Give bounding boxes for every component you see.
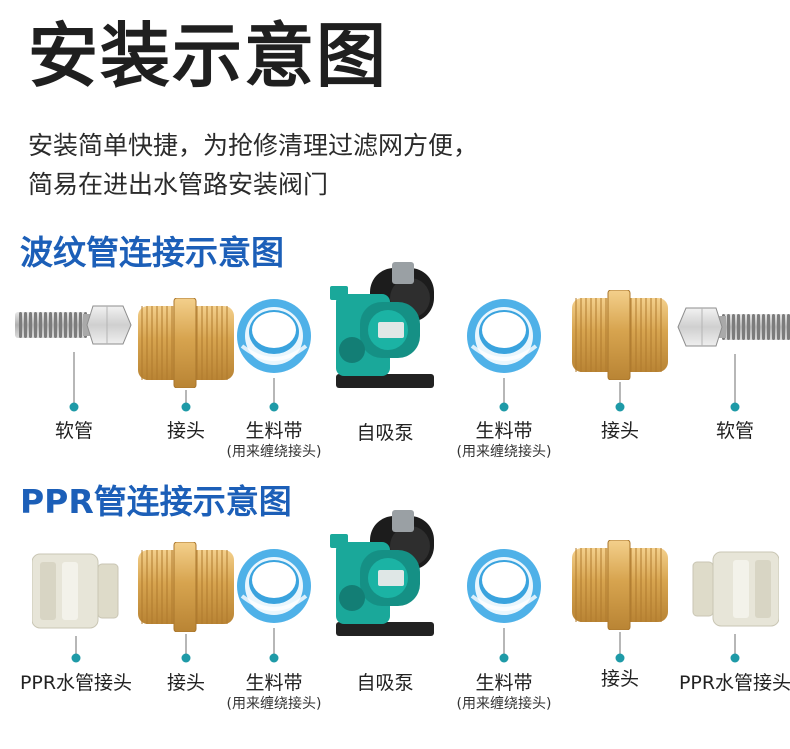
part-label: 生料带(用来缠绕接头) [194, 420, 354, 461]
pointer-line [273, 628, 275, 658]
pump-image [330, 510, 440, 644]
pointer-dot [269, 402, 279, 412]
ppr-image [691, 546, 780, 636]
part-label: 生料带(用来缠绕接头) [424, 420, 584, 461]
ppr-image [31, 548, 120, 638]
tape-image [234, 296, 314, 380]
section-title-corrugated: 波纹管连接示意图 [20, 233, 284, 272]
part-label-text: PPR水管接头 [19, 672, 133, 694]
pointer-line [734, 354, 736, 407]
section-title-ppr: PPR管连接示意图 [20, 482, 292, 521]
pointer-dot [615, 653, 625, 663]
part-sublabel-text: (用来缠绕接头) [226, 695, 322, 712]
pointer-dot [69, 402, 79, 412]
part-label: 自吸泵 [305, 422, 465, 445]
part-label-text: 自吸泵 [356, 672, 414, 694]
fitting-image [572, 539, 668, 634]
part-label: 生料带(用来缠绕接头) [424, 672, 584, 713]
hose-image [676, 302, 790, 356]
pointer-dot [499, 402, 509, 412]
pointer-dot [71, 653, 81, 663]
part-label: PPR水管接头 [655, 672, 790, 695]
part-label-text: 生料带 [475, 420, 533, 442]
pointer-dot [269, 653, 279, 663]
part-label-text: 接头 [166, 672, 205, 694]
part-label: 生料带(用来缠绕接头) [194, 672, 354, 713]
part-label-text: 软管 [715, 420, 754, 442]
part-label-text: 生料带 [475, 672, 533, 694]
pointer-line [619, 632, 621, 658]
part-label: 接头 [106, 420, 266, 443]
part-label: PPR水管接头 [0, 672, 156, 695]
pointer-line [185, 390, 187, 407]
fitting-image [138, 297, 234, 392]
part-sublabel-text: (用来缠绕接头) [456, 695, 552, 712]
part-label-text: 接头 [600, 668, 639, 690]
pointer-dot [730, 653, 740, 663]
description-line-1: 安装简单快捷，为抢修清理过滤网方便， [28, 131, 479, 160]
pointer-line [185, 634, 187, 658]
tape-image [464, 546, 544, 630]
part-label-text: 接头 [600, 420, 639, 442]
tape-image [464, 296, 544, 380]
part-label-text: 生料带 [245, 672, 303, 694]
part-label: 软管 [655, 420, 790, 443]
pointer-dot [499, 653, 509, 663]
fitting-image [138, 541, 234, 636]
page-title: 安装示意图 [28, 15, 388, 97]
pointer-line [619, 382, 621, 407]
part-label: 接头 [540, 420, 700, 443]
part-label-text: 生料带 [245, 420, 303, 442]
hose-image [15, 300, 133, 354]
part-sublabel-text: (用来缠绕接头) [226, 443, 322, 460]
pump-image [330, 262, 440, 396]
pointer-dot [615, 402, 625, 412]
part-label-text: PPR水管接头 [678, 672, 790, 694]
pointer-dot [181, 402, 191, 412]
part-label: 软管 [0, 420, 154, 443]
part-label: 接头 [106, 672, 266, 695]
pointer-line [503, 628, 505, 658]
part-sublabel-text: (用来缠绕接头) [456, 443, 552, 460]
tape-image [234, 546, 314, 630]
part-label-text: 自吸泵 [356, 422, 414, 444]
pointer-dot [730, 402, 740, 412]
description-line-2: 简易在进出水管路安装阀门 [28, 170, 329, 199]
pointer-line [73, 352, 75, 407]
part-label: 自吸泵 [305, 672, 465, 695]
part-label-text: 接头 [166, 420, 205, 442]
part-label: 接头 [540, 668, 700, 691]
part-label-text: 软管 [54, 420, 93, 442]
pointer-line [734, 634, 736, 658]
fitting-image [572, 289, 668, 384]
pointer-line [503, 378, 505, 407]
pointer-dot [181, 653, 191, 663]
pointer-line [273, 378, 275, 407]
pointer-line [75, 636, 77, 658]
